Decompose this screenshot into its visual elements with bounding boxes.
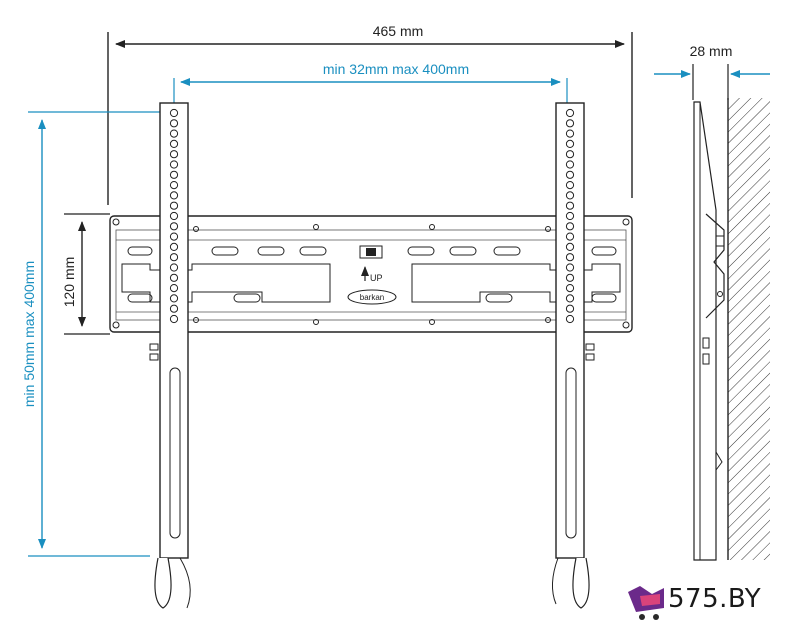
vertical-vesa-dimension: min 50mm max 400mm (21, 111, 160, 557)
wall-plate: UP barkan (109, 215, 633, 333)
mounting-hole (565, 253, 575, 262)
mounting-hole (565, 222, 575, 231)
plate-height-dimension: 120 mm (61, 213, 110, 335)
depth-dimension: 28 mm (654, 43, 770, 100)
mounting-hole (565, 304, 575, 313)
mounting-hole (565, 181, 575, 190)
brand-logo: barkan (347, 289, 397, 305)
mounting-hole (169, 304, 179, 313)
mounting-hole (565, 263, 575, 272)
mounting-hole (565, 294, 575, 303)
mounting-hole (169, 263, 179, 272)
mounting-hole (169, 314, 179, 324)
mounting-hole (169, 119, 179, 128)
mounting-hole (169, 294, 179, 303)
overall-width-label: 465 mm (373, 23, 424, 39)
mounting-hole (565, 191, 575, 200)
mounting-hole (565, 232, 575, 241)
mounting-hole (169, 129, 179, 138)
mounting-hole (169, 222, 179, 231)
mounting-hole (565, 150, 575, 159)
up-label: UP (370, 273, 383, 283)
mounting-hole (565, 211, 575, 221)
mounting-hole (169, 242, 179, 251)
mounting-hole (565, 170, 575, 179)
mounting-hole (565, 119, 575, 128)
overall-width-dimension: 465 mm (107, 23, 633, 205)
left-tv-arm (149, 102, 191, 609)
right-tv-arm (552, 102, 595, 609)
mounting-hole (565, 242, 575, 251)
mounting-hole (169, 273, 179, 282)
wall-hatch (728, 98, 770, 560)
mounting-hole (565, 160, 575, 169)
mounting-hole (565, 284, 575, 293)
mounting-hole (565, 314, 575, 324)
mounting-hole (565, 139, 575, 148)
vertical-vesa-label: min 50mm max 400mm (21, 261, 37, 407)
watermark-text: 575.BY (668, 584, 762, 614)
mounting-hole (169, 232, 179, 241)
mounting-hole (169, 284, 179, 293)
mounting-hole (169, 211, 179, 221)
mounting-hole (565, 201, 575, 210)
mounting-hole (169, 150, 179, 159)
mounting-hole (169, 108, 179, 118)
mounting-hole (169, 160, 179, 169)
mounting-hole (169, 139, 179, 148)
mounting-hole (169, 253, 179, 262)
horizontal-vesa-dimension: min 32mm max 400mm (173, 61, 568, 110)
mounting-hole (169, 181, 179, 190)
horizontal-vesa-label: min 32mm max 400mm (323, 61, 469, 77)
side-view (693, 98, 770, 561)
mounting-hole (565, 129, 575, 138)
plate-height-label: 120 mm (61, 257, 77, 308)
mounting-hole (169, 201, 179, 210)
brand-logo-text: barkan (360, 293, 384, 302)
mounting-hole (169, 170, 179, 179)
mounting-hole (169, 191, 179, 200)
depth-label: 28 mm (690, 43, 733, 59)
mounting-hole (565, 273, 575, 282)
mounting-hole (565, 108, 575, 118)
cart-icon (628, 586, 664, 620)
